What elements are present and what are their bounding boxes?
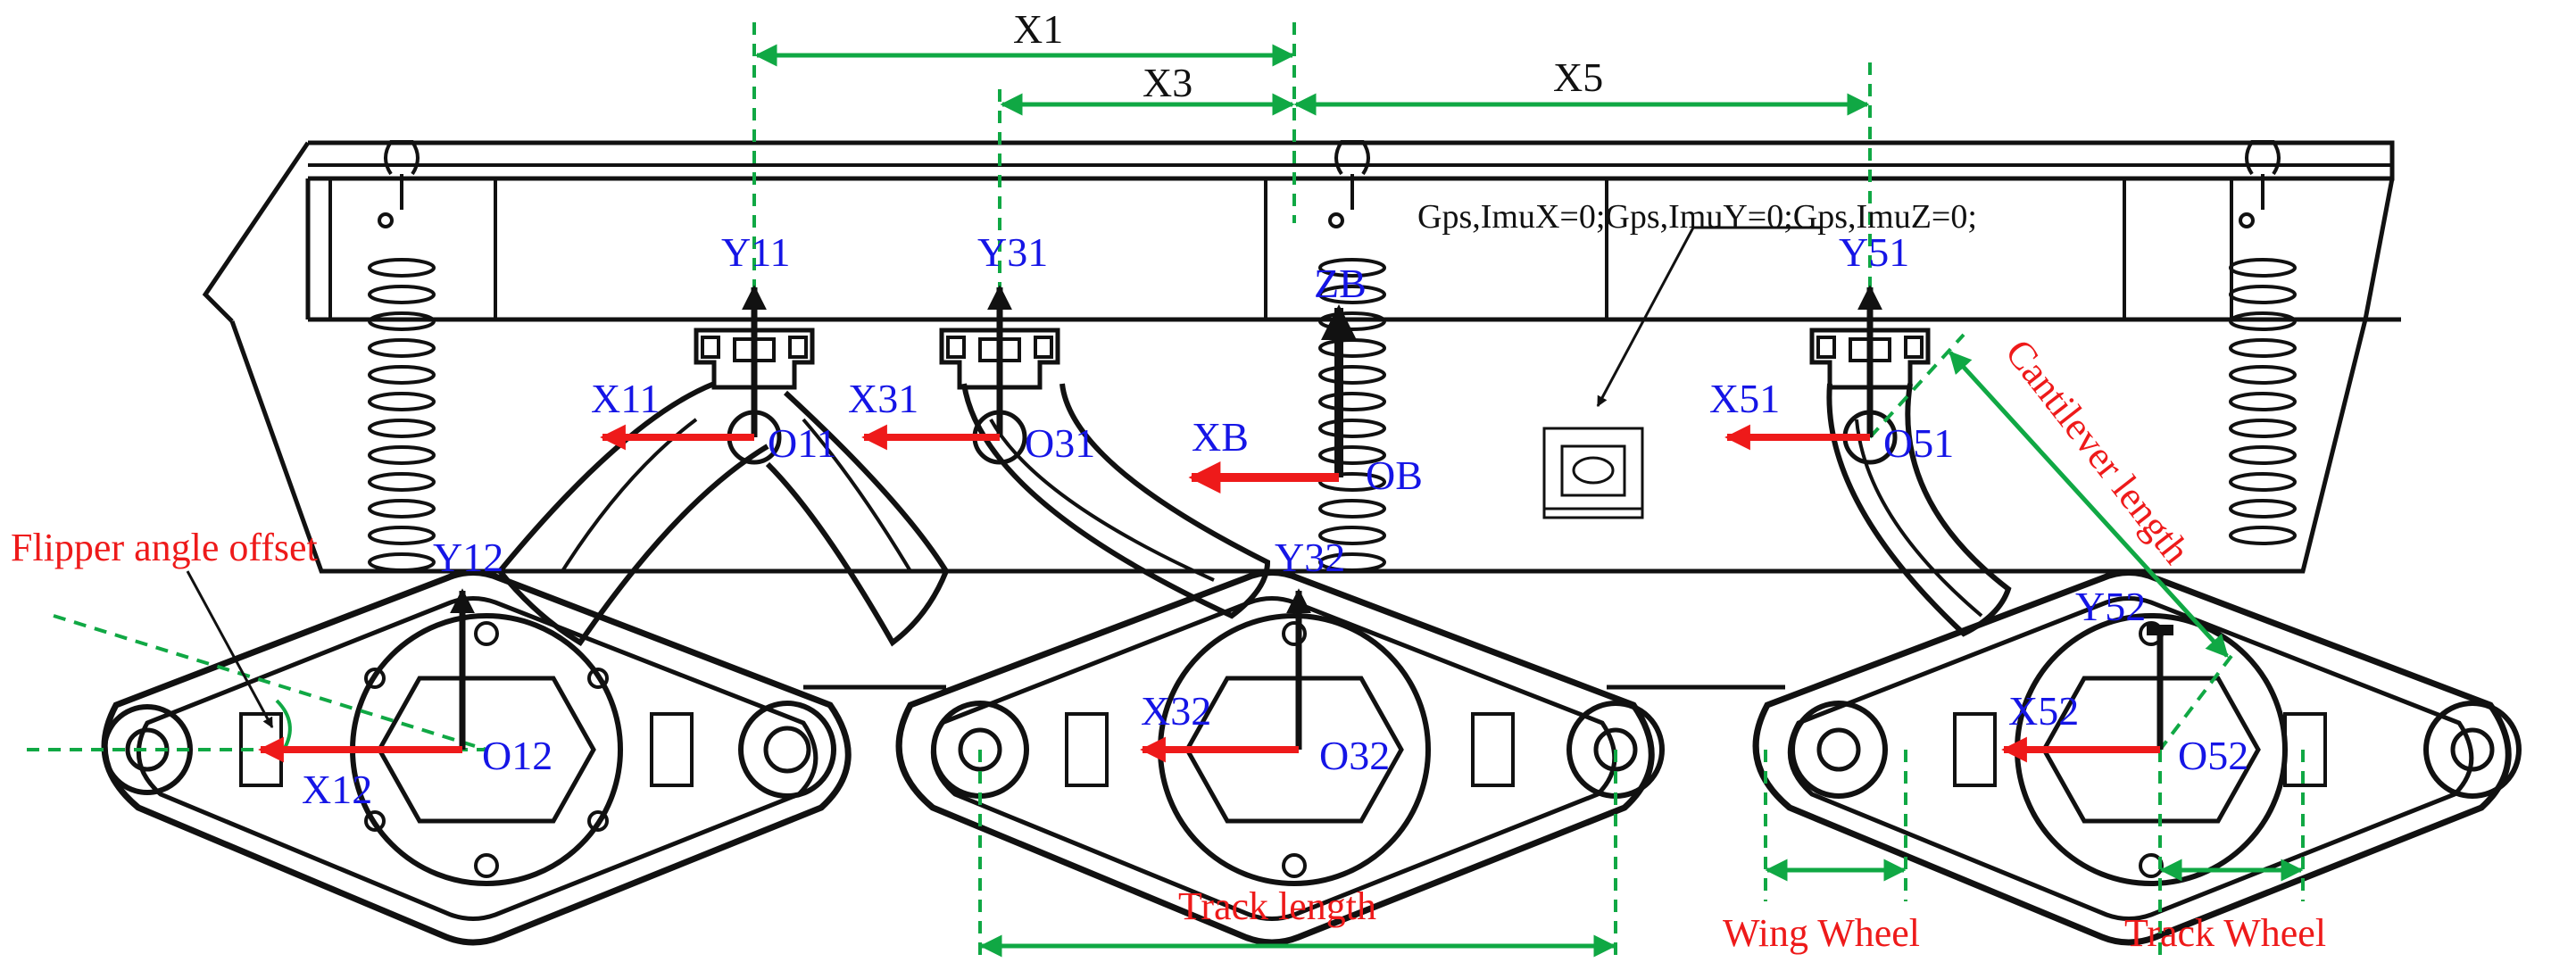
rocker-arms: [496, 330, 2012, 647]
y52-label: Y52: [2075, 584, 2146, 629]
y32-label: Y32: [1275, 535, 1345, 580]
x1-label: X1: [1013, 6, 1063, 52]
gps-imu-note: Gps,ImuX=0;Gps,ImuY=0;Gps,ImuZ=0;: [1417, 198, 1977, 236]
y31-label: Y31: [977, 229, 1048, 275]
imu-gps-module: [1542, 226, 1821, 519]
x32-label: X32: [1141, 688, 1211, 734]
x5-label: X5: [1553, 54, 1603, 100]
track-length-label: Track length: [1178, 884, 1376, 928]
y12-label: Y12: [433, 535, 503, 580]
x52-label: X52: [2008, 688, 2079, 734]
x11-label: X11: [591, 376, 661, 421]
coordinate-frames: [258, 285, 2173, 763]
ob-label: OB: [1366, 452, 1423, 498]
o52-label: O52: [2178, 733, 2248, 778]
o31-label: O31: [1025, 420, 1095, 466]
wing-wheel-label: Wing Wheel: [1723, 911, 1920, 955]
spring-coil-right: [2229, 258, 2297, 545]
spring-coil-left: [368, 258, 436, 572]
y11-label: Y11: [721, 229, 791, 275]
track-left: [101, 569, 852, 946]
o51-label: O51: [1883, 420, 1954, 466]
flipper-angle-offset-label: Flipper angle offset: [11, 526, 318, 569]
y51-label: Y51: [1839, 229, 1909, 275]
o12-label: O12: [482, 733, 553, 778]
o32-label: O32: [1319, 733, 1390, 778]
dimension-arrows: [275, 44, 2304, 958]
cantilever-dimension: [1949, 351, 2229, 658]
spring-coil-middle: [1318, 258, 1386, 572]
track-middle: [895, 569, 1665, 946]
x12-label: X12: [302, 767, 372, 812]
track-wheel-label: Track Wheel: [2124, 911, 2326, 955]
o11-label: O11: [768, 420, 837, 466]
x51-label: X51: [1709, 376, 1780, 421]
xb-label: XB: [1192, 414, 1249, 460]
x31-label: X31: [848, 376, 918, 421]
zb-label: ZB: [1314, 261, 1367, 306]
cantilever-length-label: Cantilever length: [1997, 331, 2198, 572]
x3-label: X3: [1143, 60, 1192, 105]
flipper-offset-pointer: [186, 570, 274, 729]
